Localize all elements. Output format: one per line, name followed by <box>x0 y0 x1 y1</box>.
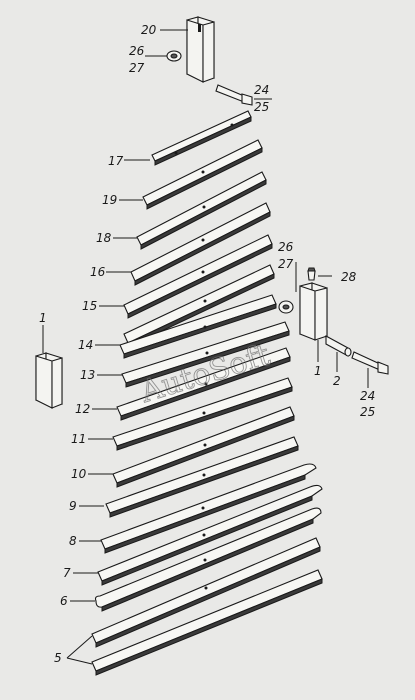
label-20: 20 <box>141 23 157 37</box>
leaf-18 <box>136 171 267 250</box>
label-11: 11 <box>71 432 86 446</box>
label-25-top: 25 <box>254 100 269 114</box>
leaf-5-upper <box>91 537 321 648</box>
label-27-right: 27 <box>278 257 294 271</box>
label-26-top: 26 <box>129 44 145 58</box>
label-15: 15 <box>82 299 97 313</box>
right-u-bracket <box>299 282 328 341</box>
top-bolt <box>215 84 253 106</box>
leaf-19 <box>142 139 263 210</box>
label-10: 10 <box>71 467 87 481</box>
leaf-7 <box>97 484 323 586</box>
leaf-14 <box>119 294 277 359</box>
leaf-15 <box>123 234 273 319</box>
label-5: 5 <box>54 651 62 665</box>
label-7: 7 <box>63 566 71 580</box>
label-13: 13 <box>80 368 95 382</box>
label-27-top: 27 <box>129 61 145 75</box>
part-labels: 20 26 27 24 25 17 19 18 16 15 14 13 12 1… <box>39 23 375 665</box>
label-24-right: 24 <box>360 389 375 403</box>
right-nut <box>278 300 294 314</box>
leaf-15b <box>123 264 275 348</box>
left-u-bracket <box>35 352 63 409</box>
label-1-right: 1 <box>314 364 322 378</box>
label-12: 12 <box>75 402 90 416</box>
top-nut <box>166 50 182 62</box>
leaf-10 <box>112 406 295 488</box>
leader-lines <box>42 29 369 665</box>
leaf-9 <box>105 436 299 518</box>
label-9: 9 <box>69 499 77 513</box>
label-8: 8 <box>69 534 77 548</box>
label-24-top: 24 <box>254 83 269 97</box>
label-16: 16 <box>90 265 106 279</box>
leaf-6 <box>94 507 322 612</box>
label-25-right: 25 <box>360 405 375 419</box>
label-17: 17 <box>108 154 124 168</box>
leaf-stack <box>91 110 323 676</box>
label-28: 28 <box>341 270 357 284</box>
leaf-12 <box>116 347 291 421</box>
leaf-13 <box>121 321 290 388</box>
right-bolt <box>351 351 389 375</box>
leaf-5-lower <box>91 569 323 676</box>
leaf-16 <box>130 202 271 286</box>
top-u-bracket <box>186 16 215 83</box>
label-1-left: 1 <box>39 311 47 325</box>
leaf-17 <box>151 110 252 166</box>
right-bushing <box>325 335 352 357</box>
label-6: 6 <box>60 594 68 608</box>
leaf-8 <box>100 463 317 554</box>
grease-fitting <box>307 267 316 281</box>
label-26-right: 26 <box>278 240 294 254</box>
label-19: 19 <box>102 193 117 207</box>
label-18: 18 <box>96 231 112 245</box>
label-14: 14 <box>78 338 93 352</box>
label-2: 2 <box>333 374 341 388</box>
leaf-11 <box>112 377 293 451</box>
